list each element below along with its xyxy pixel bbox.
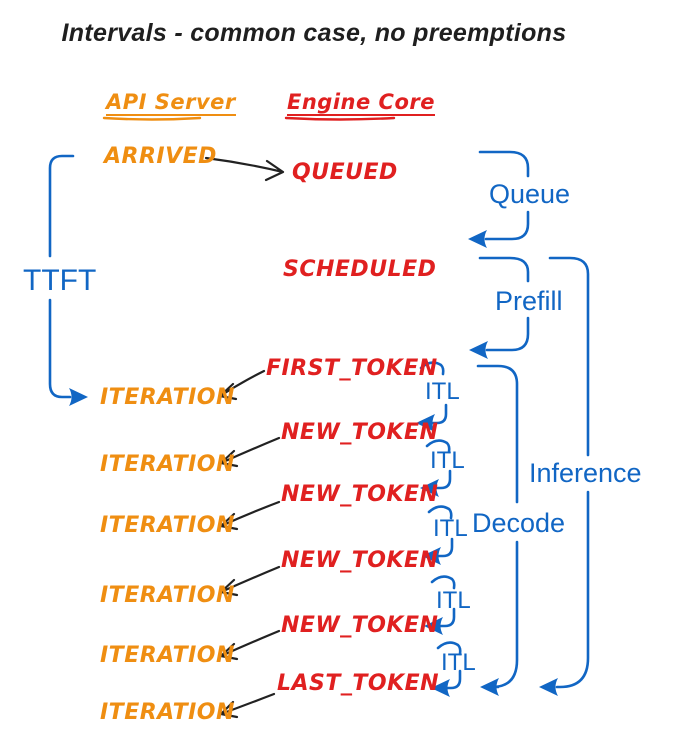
interval-label-itl-3: ITL — [433, 515, 468, 542]
itl-corner-3 — [427, 505, 453, 520]
itl-hook-1 — [431, 403, 448, 425]
interval-label-itl-4: ITL — [436, 587, 471, 614]
event-iteration-5: ITERATION — [100, 643, 235, 668]
column-header-api-server: API Server — [106, 91, 236, 117]
arrow-arrived-to-queued — [204, 156, 285, 182]
interval-label-prefill: Prefill — [495, 286, 563, 316]
arrow-new-token1-to-iteration — [219, 436, 281, 468]
event-queued: QUEUED — [292, 160, 398, 185]
event-iteration-2: ITERATION — [100, 452, 235, 477]
column-header-engine-core: Engine Core — [287, 91, 435, 117]
itl-arrowhead-4 — [424, 617, 443, 635]
event-iteration-6: ITERATION — [100, 700, 235, 725]
queue-arrowhead — [468, 230, 487, 248]
arrow-last-token-to-iteration — [219, 692, 276, 719]
engine-core-underline — [284, 116, 396, 121]
interval-label-inference: Inference — [529, 458, 642, 488]
inference-bracket-bottom — [555, 490, 590, 689]
event-iteration-4: ITERATION — [100, 583, 235, 608]
event-new-token-4: NEW_TOKEN — [281, 613, 439, 638]
interval-label-queue: Queue — [489, 179, 571, 209]
event-scheduled: SCHEDULED — [283, 257, 437, 282]
itl-arrowhead-2 — [420, 479, 439, 497]
ttft-arrowhead — [69, 388, 88, 406]
prefill-bracket-top — [478, 256, 530, 283]
arrow-new-token3-to-iteration — [219, 565, 281, 597]
inference-arrowhead — [539, 678, 558, 696]
event-last-token: LAST_TOKEN — [277, 671, 440, 696]
event-iteration-3: ITERATION — [100, 513, 235, 538]
decode-bracket-bottom — [490, 540, 519, 689]
api-server-underline — [102, 116, 202, 121]
event-new-token-3: NEW_TOKEN — [281, 548, 439, 573]
event-iteration-1: ITERATION — [100, 385, 235, 410]
interval-label-ttft: TTFT — [23, 264, 97, 297]
interval-label-itl-2: ITL — [430, 447, 465, 474]
ttft-bracket-top — [48, 154, 75, 258]
interval-label-decode: Decode — [472, 508, 566, 538]
itl-hook-4 — [439, 607, 456, 628]
itl-arrowhead-5 — [431, 679, 450, 697]
decode-arrowhead — [480, 678, 499, 696]
queue-bracket-top — [478, 150, 530, 178]
ttft-bracket-bottom — [48, 298, 72, 399]
itl-corner-1 — [419, 361, 445, 376]
prefill-arrowhead — [469, 341, 488, 359]
interval-label-itl-1: ITL — [425, 378, 460, 405]
itl-corner-4 — [430, 575, 456, 590]
itl-corner-2 — [425, 439, 451, 454]
itl-hook-2 — [435, 469, 452, 490]
decode-bracket-top — [476, 364, 519, 504]
itl-arrowhead-3 — [422, 547, 441, 565]
event-new-token-1: NEW_TOKEN — [281, 420, 439, 445]
inference-bracket-top — [548, 256, 590, 457]
queue-bracket-bottom — [484, 210, 530, 241]
itl-hook-3 — [437, 537, 454, 558]
prefill-bracket-bottom — [485, 316, 530, 352]
event-arrived: ARRIVED — [104, 144, 217, 169]
arrow-first-token-to-iteration — [218, 369, 266, 401]
itl-arrowhead-1 — [416, 414, 435, 432]
diagram-title: Intervals - common case, no preemptions — [61, 19, 567, 47]
arrow-new-token2-to-iteration — [219, 500, 281, 531]
itl-corner-5 — [436, 641, 462, 656]
arrow-new-token4-to-iteration — [219, 629, 281, 661]
event-new-token-2: NEW_TOKEN — [281, 482, 439, 507]
itl-hook-5 — [446, 669, 462, 690]
interval-label-itl-5: ITL — [441, 649, 476, 676]
event-first-token: FIRST_TOKEN — [266, 356, 438, 381]
